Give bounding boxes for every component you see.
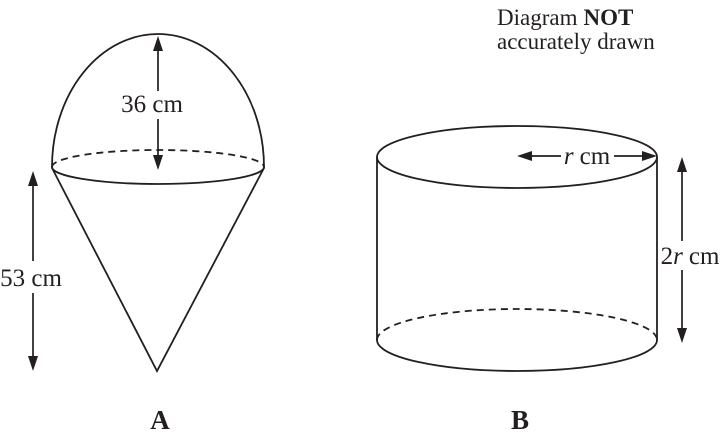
arrowhead-up-icon xyxy=(153,36,163,51)
note-line2: accurately drawn xyxy=(497,29,655,54)
note-line1-bold: NOT xyxy=(583,5,633,30)
arrowhead-down-icon xyxy=(153,155,163,170)
arrowhead-left-icon xyxy=(517,151,532,161)
height-prefix: 2 xyxy=(661,243,674,270)
arrowhead-up-icon xyxy=(28,171,38,186)
cone-height-label: 53 cm xyxy=(0,265,62,292)
note-line1-regular: Diagram xyxy=(497,5,578,30)
arrowhead-down-icon xyxy=(677,328,687,343)
dimension-53cm: 53 cm xyxy=(0,171,62,371)
height-var: r xyxy=(673,243,683,270)
cylinder-bottom-front xyxy=(376,339,658,372)
dimension-36cm: 36 cm xyxy=(121,36,183,170)
radius-var: r xyxy=(564,143,574,170)
solid-a-label: A xyxy=(150,405,170,435)
height-unit: cm xyxy=(689,243,720,270)
arrowhead-down-icon xyxy=(28,356,38,371)
solid-b-label: B xyxy=(511,405,529,435)
solid-a: 36 cm 53 cm A xyxy=(0,33,265,435)
dome-height-label: 36 cm xyxy=(121,91,183,118)
cone-outline xyxy=(51,167,265,373)
cylinder-top-ellipse xyxy=(376,125,658,189)
radius-unit: cm xyxy=(580,143,611,170)
arrowhead-right-icon xyxy=(642,151,657,161)
cylinder-bottom-back-dashed xyxy=(376,308,658,341)
arrowhead-up-icon xyxy=(677,157,687,172)
base-ellipse-front xyxy=(51,166,265,185)
dome-outline xyxy=(51,33,265,168)
